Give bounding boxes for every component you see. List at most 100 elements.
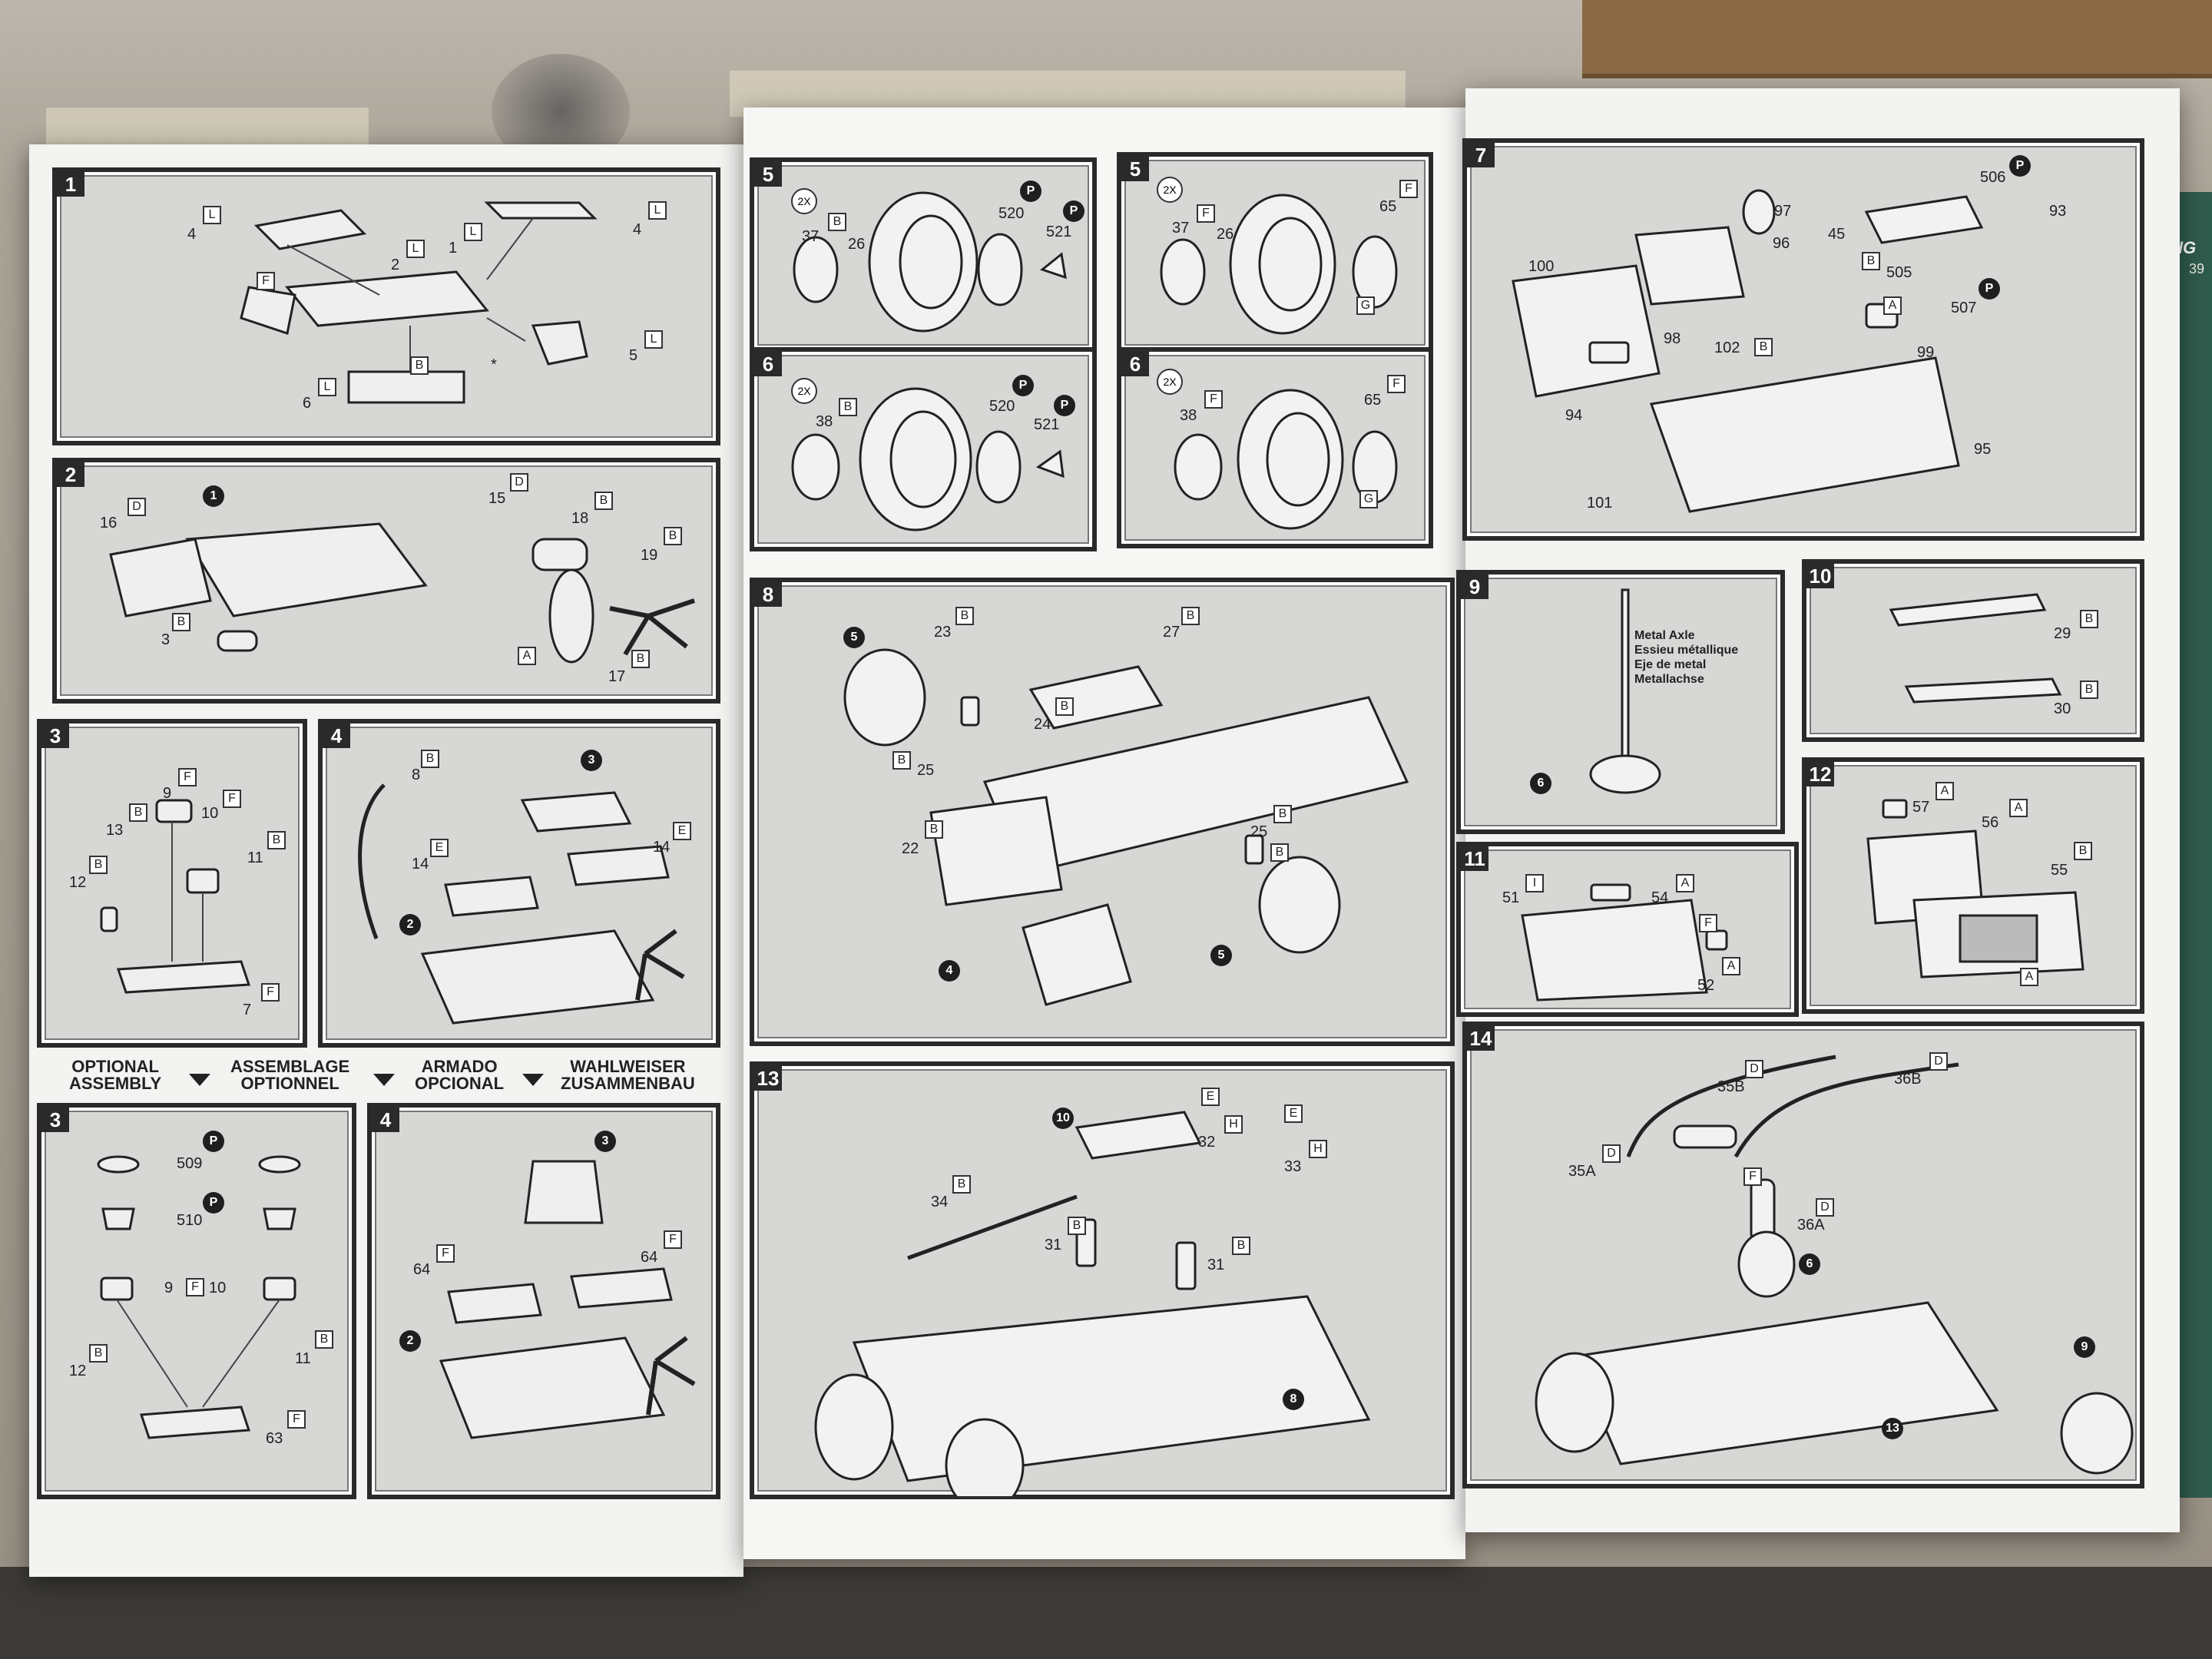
quantity-badge: 2X [1157, 177, 1183, 203]
sprue-letter: F [186, 1278, 204, 1296]
ref-circle: 3 [581, 750, 602, 771]
step-number: 1 [57, 172, 84, 197]
ref-circle: 8 [1283, 1389, 1304, 1410]
part-number: 520 [998, 205, 1025, 222]
sprue-letter: F [1197, 204, 1215, 223]
step-number: 5 [1121, 157, 1149, 181]
sprue-letter: L [464, 223, 482, 241]
sprue-letter: B [2080, 610, 2098, 628]
step-panel-14: 14 D 35B 36B D 35A D F 36A D 6 9 13 [1462, 1022, 2144, 1488]
p-circle: P [1979, 278, 2000, 300]
step-panel-11: 11 51 I A 54 F 52 A [1456, 842, 1799, 1017]
quantity-badge: 2X [791, 188, 817, 214]
part-number: 33 [1284, 1158, 1302, 1175]
step-panel-7: 7 506 P 93 97 45 96 100 B 505 A 507 P 98… [1462, 138, 2144, 541]
down-arrow-icon [522, 1074, 544, 1086]
p-circle: P [1020, 180, 1041, 202]
wheel-assembly-drawing [791, 387, 1065, 531]
part-number: 95 [1974, 441, 1992, 458]
sprue-letter: E [1284, 1104, 1303, 1123]
sprue-letter: B [421, 750, 439, 768]
sprue-letter: I [1525, 874, 1544, 892]
part-number: 520 [989, 398, 1015, 415]
part-number: 7 [243, 1002, 252, 1018]
part-number: 8 [412, 767, 421, 783]
part-number: 35B [1717, 1078, 1745, 1095]
part-number: 36B [1894, 1071, 1922, 1088]
sprue-letter: A [1722, 957, 1740, 975]
part-number: 14 [653, 839, 671, 856]
part-number: 52 [1697, 977, 1715, 994]
sprue-letter: B [1055, 697, 1074, 716]
step-number: 9 [1461, 575, 1488, 599]
part-number: 17 [608, 668, 626, 685]
sprue-letter: E [1201, 1088, 1220, 1106]
step-number: 4 [372, 1108, 399, 1132]
part-number: 29 [2054, 625, 2071, 642]
carburetor-drawing [100, 799, 251, 994]
sprue-letter: F [287, 1410, 306, 1429]
part-number: 32 [1198, 1134, 1216, 1151]
sprue-letter: B [955, 607, 974, 625]
firewall-drawing [1521, 883, 1728, 1002]
step-panel-6-wheels: 6 2X 38 B 520 P 521 P [750, 347, 1097, 551]
sprue-letter: F [1204, 390, 1223, 409]
part-number: 25 [917, 762, 935, 779]
part-number: 36A [1797, 1217, 1825, 1233]
sprue-letter: B [828, 213, 846, 231]
part-number: 5 [629, 347, 638, 364]
step-number: 10 [1806, 564, 1834, 588]
step-panel-4: 4 3 2 B 8 E 14 14 E [318, 719, 720, 1048]
ruler-number: 39 [2189, 261, 2205, 276]
part-number: 26 [848, 236, 866, 253]
step-panel-6-alt-wheels: 6 2X 38 F 65 F G [1117, 347, 1433, 548]
part-number: 521 [1034, 416, 1060, 433]
quantity-badge: 2X [791, 378, 817, 404]
step-number: 13 [754, 1066, 782, 1091]
part-number: 4 [633, 221, 642, 238]
sprue-letter: F [1387, 375, 1406, 393]
optional-engine-drawing [439, 1160, 696, 1439]
part-number: 98 [1664, 330, 1681, 347]
sprue-letter: D [510, 473, 528, 492]
p-circle: P [203, 1131, 224, 1152]
sprue-letter: H [1309, 1140, 1327, 1158]
table-edge [0, 1567, 2212, 1659]
ref-circle: 5 [843, 627, 865, 648]
part-number: 15 [488, 490, 506, 507]
sprue-letter: B [89, 856, 108, 874]
part-number: 12 [69, 1363, 87, 1379]
part-number: 10 [201, 805, 219, 822]
sprue-letter: H [1224, 1115, 1243, 1134]
quantity-badge: 2X [1157, 369, 1183, 395]
step-number: 6 [1121, 352, 1149, 376]
ref-circle: 1 [203, 485, 224, 507]
part-number: 100 [1528, 258, 1555, 275]
step-number: 6 [754, 352, 782, 376]
sprue-letter: F [178, 768, 197, 786]
alt-wheel-drawing [1174, 389, 1398, 530]
step-number: 14 [1467, 1026, 1495, 1051]
ref-circle: 6 [1530, 773, 1551, 794]
part-number: 26 [1217, 226, 1234, 243]
part-number: 509 [177, 1155, 203, 1172]
part-number: 505 [1886, 264, 1912, 281]
sprue-letter: B [631, 650, 650, 668]
part-number: 27 [1163, 624, 1181, 641]
part-number: 34 [931, 1194, 949, 1210]
dual-carburetor-drawing [97, 1155, 301, 1439]
sprue-letter: D [1816, 1198, 1834, 1217]
part-number: 97 [1774, 203, 1792, 220]
sprue-letter: E [430, 839, 449, 857]
part-number: 63 [266, 1430, 283, 1447]
part-number: 13 [106, 822, 124, 839]
sprue-letter: L [406, 240, 425, 258]
part-number: 22 [902, 840, 919, 857]
ref-circle: 9 [2074, 1336, 2095, 1358]
sprue-letter: B [1273, 805, 1292, 823]
part-number: 11 [295, 1350, 311, 1367]
p-circle: P [1012, 375, 1034, 396]
